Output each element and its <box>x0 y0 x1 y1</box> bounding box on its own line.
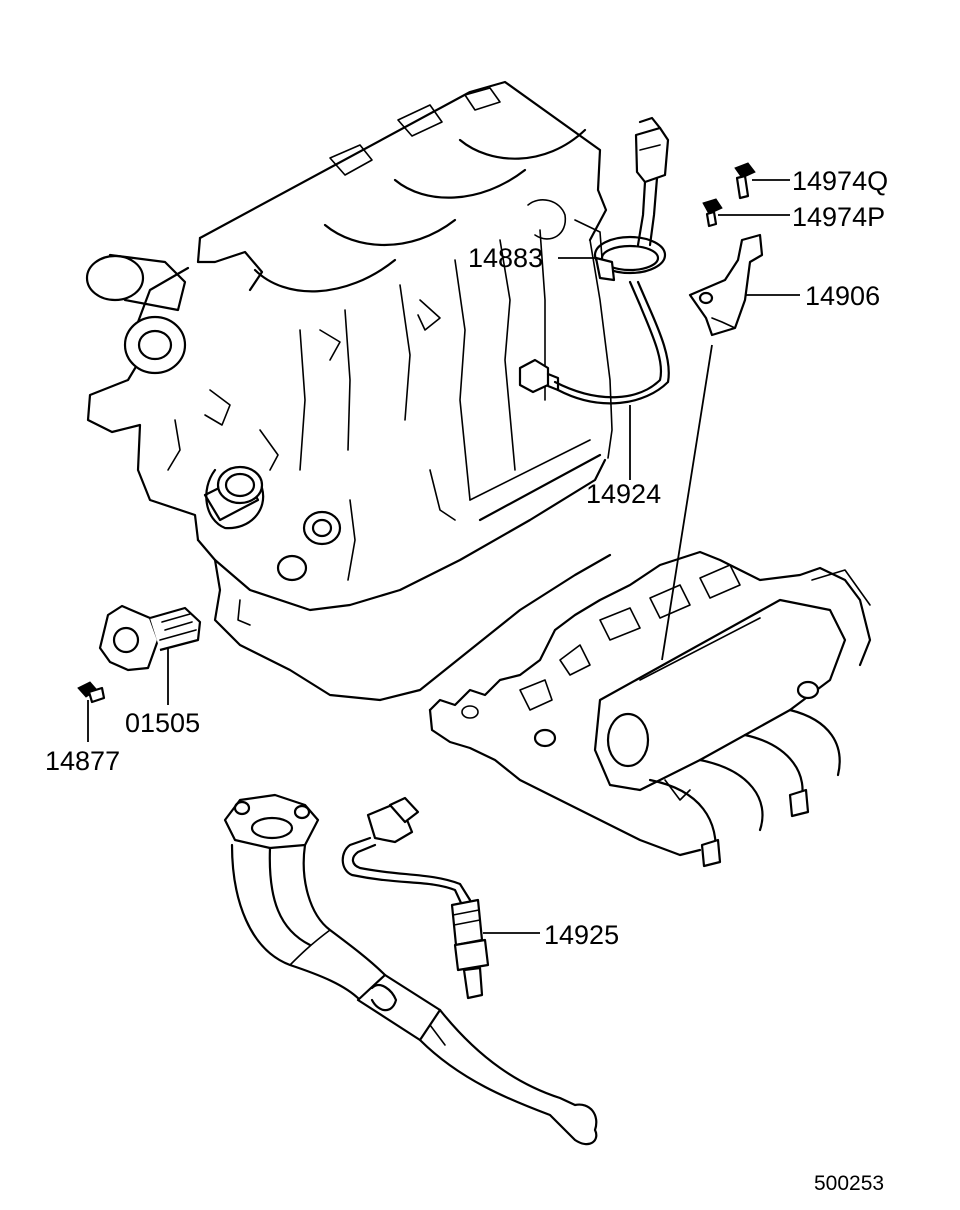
part-label-14974P: 14974P <box>792 202 885 232</box>
leader-lines <box>87 179 800 934</box>
bracket-14906 <box>688 233 764 337</box>
engine-block <box>85 80 613 702</box>
bolt-14877 <box>77 681 106 704</box>
cam-sensor-01505 <box>98 604 202 672</box>
sensor-connector-top <box>634 116 670 247</box>
part-label-14883: 14883 <box>468 243 543 273</box>
bolt-14974P <box>702 198 723 228</box>
knock-sensor-14924-body <box>518 280 670 405</box>
intake-manifold <box>428 550 872 868</box>
part-label-14974Q: 14974Q <box>792 166 888 196</box>
harness-clamp-14883 <box>593 235 667 282</box>
oxygen-sensor-14925 <box>341 796 490 1000</box>
part-label-14924: 14924 <box>586 479 661 509</box>
bolt-14974Q <box>734 162 756 200</box>
figure-id: 500253 <box>814 1172 884 1195</box>
part-label-14906: 14906 <box>805 281 880 311</box>
part-label-14877: 14877 <box>45 746 120 776</box>
exhaust-front-pipe <box>223 793 598 1146</box>
part-label-14925: 14925 <box>544 920 619 950</box>
part-label-01505: 01505 <box>125 708 200 738</box>
